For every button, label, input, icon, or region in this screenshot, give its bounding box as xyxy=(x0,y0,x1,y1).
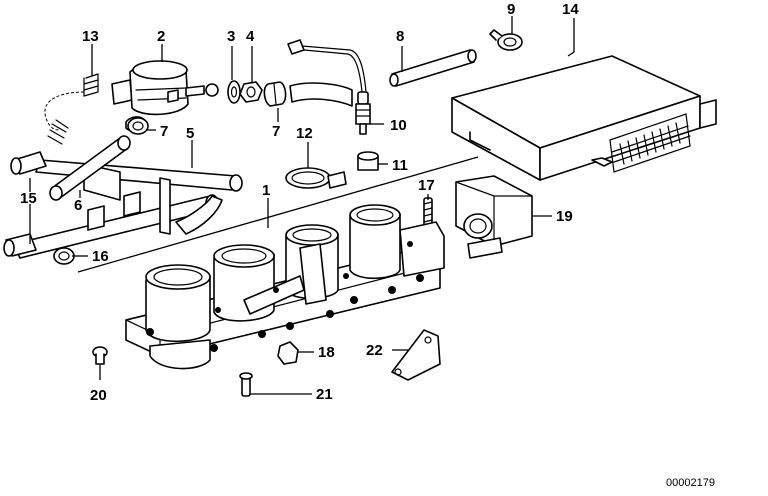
hose-clamp-part-12[interactable] xyxy=(285,167,347,189)
callout-9: 9 xyxy=(507,1,515,18)
callout-15: 15 xyxy=(20,190,37,207)
callout-18: 18 xyxy=(318,344,335,361)
callout-19: 19 xyxy=(556,208,573,225)
document-number: 00002179 xyxy=(666,477,715,489)
cap-part-18[interactable] xyxy=(277,341,299,365)
callout-10: 10 xyxy=(390,117,407,134)
screw-part-20[interactable] xyxy=(92,346,108,365)
callout-numbers: 1 2 3 4 5 6 7 7 8 9 10 11 12 13 14 15 16… xyxy=(20,1,579,404)
fuel-line-part-15[interactable] xyxy=(3,151,47,257)
callout-20: 20 xyxy=(90,387,107,404)
callout-4: 4 xyxy=(246,28,255,45)
clamp-part-9[interactable] xyxy=(489,29,523,51)
callout-5: 5 xyxy=(186,125,194,142)
callout-1: 1 xyxy=(262,182,270,199)
divider-line xyxy=(77,156,479,273)
callout-17: 17 xyxy=(418,177,435,194)
throttle-barrel-4 xyxy=(349,204,401,280)
callout-22: 22 xyxy=(366,342,383,359)
callout-11: 11 xyxy=(392,157,408,174)
throttle-sensor-part-19[interactable] xyxy=(455,175,533,259)
callout-12: 12 xyxy=(296,125,313,142)
throttle-body-part-1[interactable] xyxy=(125,204,445,370)
control-unit-part-14[interactable] xyxy=(451,55,717,181)
hose-clamp-part-7-left[interactable] xyxy=(127,117,149,135)
spring-part-13[interactable] xyxy=(44,73,99,145)
callout-6: 6 xyxy=(74,197,82,214)
callout-7-right: 7 xyxy=(272,123,280,140)
callout-13: 13 xyxy=(82,28,99,45)
callout-16: 16 xyxy=(92,248,109,265)
fuel-line-part-6[interactable] xyxy=(49,135,131,201)
throttle-barrel-2 xyxy=(213,244,275,322)
callout-14: 14 xyxy=(562,1,579,18)
throttle-barrel-1 xyxy=(145,264,211,370)
pressure-regulator-part-2[interactable] xyxy=(111,60,219,133)
hose-clamp-part-7-right[interactable] xyxy=(263,81,287,107)
fuel-rail-part-5[interactable] xyxy=(13,159,243,259)
sealing-ring-part-11[interactable] xyxy=(357,151,379,171)
callout-2: 2 xyxy=(157,28,165,45)
leader-lines xyxy=(29,16,575,395)
washer-part-3[interactable] xyxy=(227,80,241,104)
hose-clamp-part-16[interactable] xyxy=(53,247,75,265)
callout-21: 21 xyxy=(316,386,333,403)
callout-3: 3 xyxy=(227,28,235,45)
bracket-part-22[interactable] xyxy=(391,329,441,381)
callout-8: 8 xyxy=(396,28,404,45)
callout-7-left: 7 xyxy=(160,123,168,140)
hex-nut-part-4[interactable] xyxy=(239,81,263,103)
bolt-part-21[interactable] xyxy=(239,372,253,397)
screw-part-17[interactable] xyxy=(423,197,433,227)
fuel-hose-part-8[interactable] xyxy=(289,49,477,107)
